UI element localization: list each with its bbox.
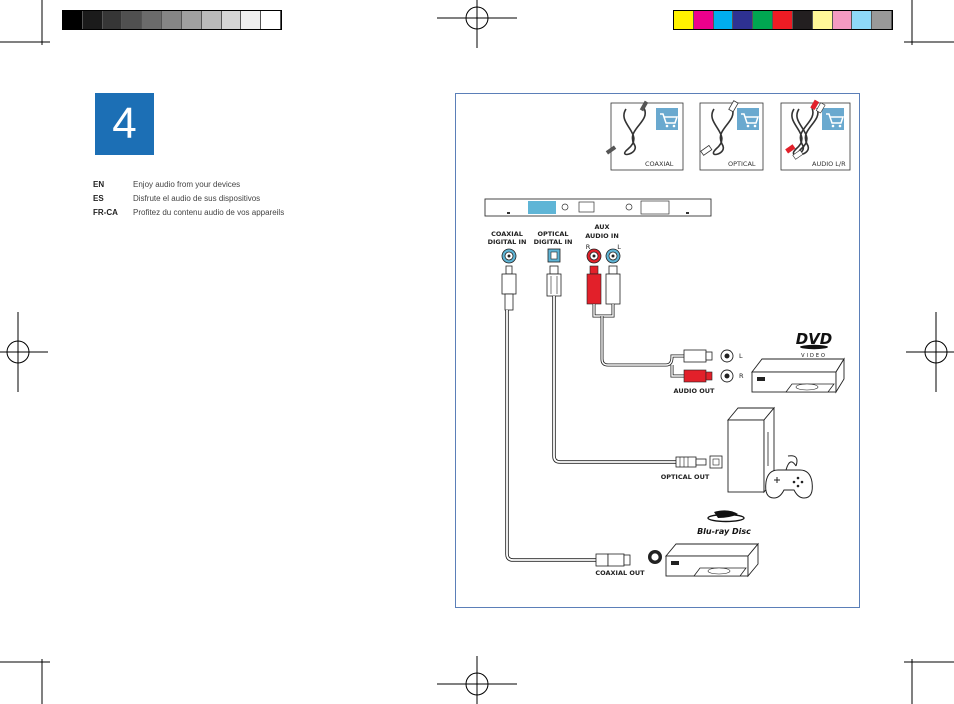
port-label-aux-r: R — [586, 243, 591, 251]
connection-diagram-panel: COAXIAL OPTICAL AUDIO L/R — [455, 93, 860, 608]
language-text: Disfrute el audio de sus dispositivos — [133, 194, 261, 203]
coaxial-digital-in-port — [501, 248, 517, 264]
color-swatch — [832, 11, 853, 29]
color-swatch — [201, 11, 222, 29]
coaxial-cable — [501, 265, 596, 562]
bluray-logo-text: Blu-ray Disc — [697, 527, 751, 536]
optical-out-jack — [709, 455, 723, 469]
language-code: ES — [93, 194, 104, 203]
color-swatch — [221, 11, 242, 29]
color-swatch — [792, 11, 813, 29]
dvd-logo-video: VIDEO — [801, 353, 827, 359]
language-text: Enjoy audio from your devices — [133, 180, 241, 189]
dvd-player: L R AUDIO OUT DVD VIDEO — [674, 330, 845, 395]
color-swatch — [733, 11, 754, 29]
step-number-badge: 4 — [95, 93, 154, 155]
cable-thumb-optical: OPTICAL — [699, 100, 764, 171]
color-swatch — [142, 11, 163, 29]
cable-label: AUDIO L/R — [812, 160, 846, 168]
game-console: OPTICAL OUT — [661, 406, 813, 499]
language-row-es: ES Disfrute el audio de sus dispositivos — [93, 194, 260, 203]
port-label-optical: DIGITAL IN — [534, 238, 573, 246]
port-label-coaxial: COAXIAL — [491, 230, 523, 238]
audio-out-label: AUDIO OUT — [674, 387, 716, 395]
optical-digital-in-port — [547, 248, 561, 263]
color-swatch — [122, 11, 143, 29]
cable-label: COAXIAL — [645, 160, 674, 168]
color-swatch — [261, 11, 281, 29]
language-code: FR-CA — [93, 208, 118, 217]
aux-audio-in-l-port — [605, 248, 621, 264]
connection-diagram: COAXIAL OPTICAL AUDIO L/R — [484, 99, 851, 578]
cable-thumb-coaxial: COAXIAL — [605, 100, 684, 171]
color-swatch-bar — [673, 10, 893, 30]
language-code: EN — [93, 180, 105, 189]
language-text: Profitez du contenu audio de vos apparei… — [133, 208, 285, 217]
bluray-logo: Blu-ray Disc — [697, 510, 751, 536]
color-swatch — [162, 11, 182, 29]
audio-out-l-jack — [720, 349, 734, 363]
audio-out-l-label: L — [739, 352, 743, 360]
cable-thumb-audio-lr: AUDIO L/R — [780, 99, 851, 171]
color-swatch — [812, 11, 833, 29]
gamepad-icon — [765, 455, 813, 499]
color-swatch — [693, 11, 714, 29]
coaxial-out-label: COAXIAL OUT — [595, 569, 645, 577]
aux-audio-in-r-port — [586, 248, 602, 264]
optical-cable — [546, 265, 676, 464]
color-swatch — [713, 11, 734, 29]
rca-cable — [586, 265, 713, 383]
port-label-optical: OPTICAL — [537, 230, 568, 238]
gray-swatch-bar — [62, 10, 282, 30]
cable-label: OPTICAL — [728, 160, 756, 168]
color-swatch — [872, 11, 892, 29]
dvd-logo-text: DVD — [796, 330, 833, 348]
color-swatch — [241, 11, 262, 29]
soundbar-back-panel — [484, 198, 712, 217]
port-label-aux: AUDIO IN — [585, 232, 619, 240]
bluray-player: COAXIAL OUT Blu-ray Disc — [595, 510, 759, 578]
audio-out-r-label: R — [739, 372, 744, 380]
color-swatch — [102, 11, 123, 29]
color-swatch — [63, 11, 83, 29]
color-swatch — [674, 11, 694, 29]
coaxial-out-jack — [648, 550, 662, 564]
language-row-en: EN Enjoy audio from your devices — [93, 180, 240, 189]
color-swatch — [181, 11, 202, 29]
port-label-aux-l: L — [617, 243, 621, 251]
language-row-fr-ca: FR-CA Profitez du contenu audio de vos ap… — [93, 208, 284, 217]
audio-out-r-jack — [720, 369, 734, 383]
optical-out-label: OPTICAL OUT — [661, 473, 710, 481]
color-swatch — [852, 11, 873, 29]
color-swatch — [773, 11, 793, 29]
port-label-coaxial: DIGITAL IN — [488, 238, 527, 246]
port-label-aux: AUX — [594, 223, 609, 231]
color-swatch — [753, 11, 774, 29]
color-swatch — [82, 11, 103, 29]
